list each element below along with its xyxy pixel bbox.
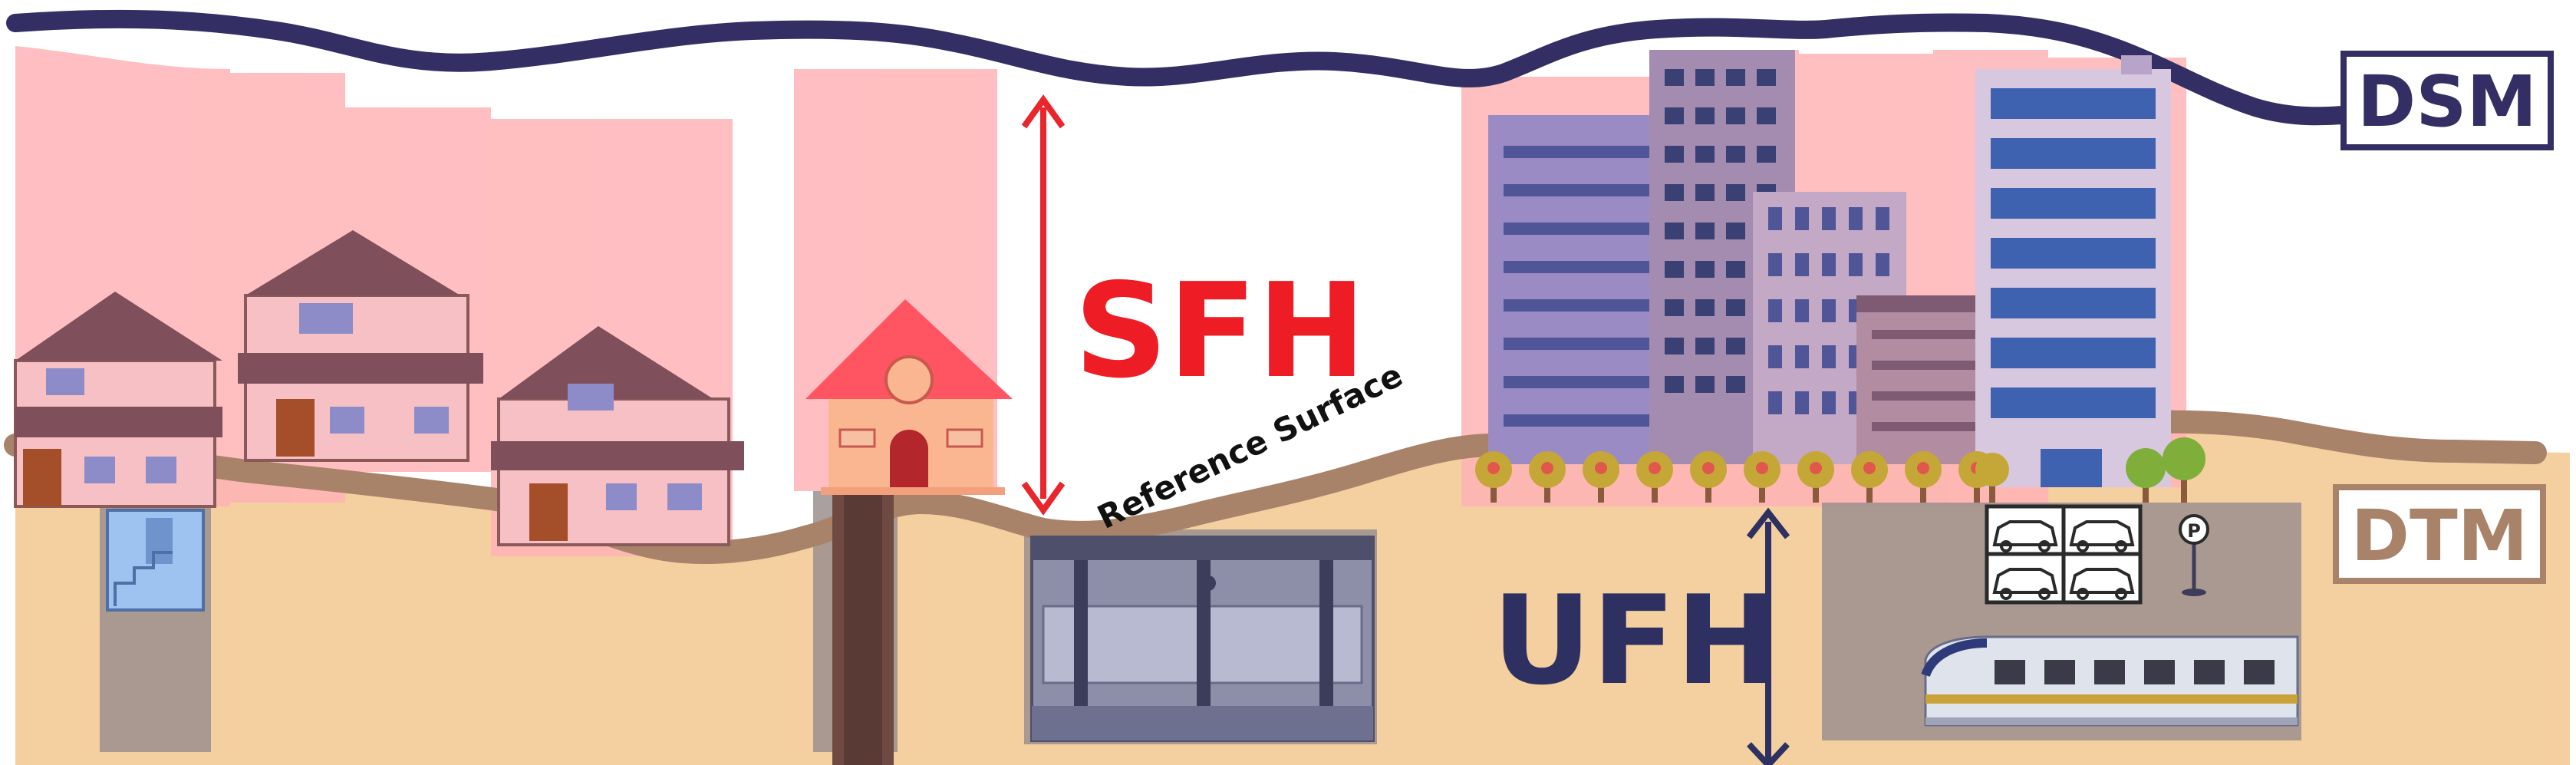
parking-sign-label: P	[2187, 520, 2201, 542]
tree-icon	[2163, 437, 2205, 503]
car-icon	[2069, 520, 2135, 552]
tree-icon	[1529, 451, 1566, 503]
house-icon	[14, 292, 222, 508]
dtm-label: DTM	[2351, 495, 2528, 577]
car-icon	[2069, 568, 2135, 600]
tree-icon	[1744, 451, 1780, 503]
building-icon	[1856, 295, 1995, 464]
car-icon	[1992, 520, 2058, 552]
parking-sign-icon: P	[2179, 514, 2209, 596]
sfh-arrow	[1021, 94, 1066, 516]
house-icon	[805, 299, 1013, 495]
dtm-label-box: DTM	[2333, 484, 2546, 584]
tree-icon	[2126, 448, 2166, 503]
tree-icon	[1905, 451, 1942, 503]
dsm-line	[6, 9, 2433, 126]
dsm-label: DSM	[2357, 61, 2537, 143]
staircase-icon	[106, 509, 205, 612]
ufh-arrow	[1746, 507, 1790, 765]
tree-icon	[1636, 451, 1673, 503]
tree-icon	[1583, 451, 1619, 503]
building-icon	[1975, 55, 2171, 487]
well-icon	[832, 491, 894, 765]
house-icon	[491, 326, 744, 546]
train-icon	[1921, 635, 2299, 727]
tree-icon	[1690, 451, 1727, 503]
tree-icon	[1797, 451, 1834, 503]
tree-icon	[1975, 453, 2009, 503]
tree-icon	[1851, 451, 1888, 503]
subway-station-icon	[1030, 536, 1375, 742]
car-icon	[1992, 568, 2058, 600]
parking-grid	[1985, 504, 2143, 605]
sfh-label: SFH	[1074, 256, 1366, 407]
dsm-label-box: DSM	[2340, 51, 2554, 150]
ufh-label: UFH	[1492, 569, 1778, 712]
tree-row	[1475, 437, 2205, 503]
tree-icon	[1475, 451, 1512, 503]
house-icon	[238, 230, 483, 462]
